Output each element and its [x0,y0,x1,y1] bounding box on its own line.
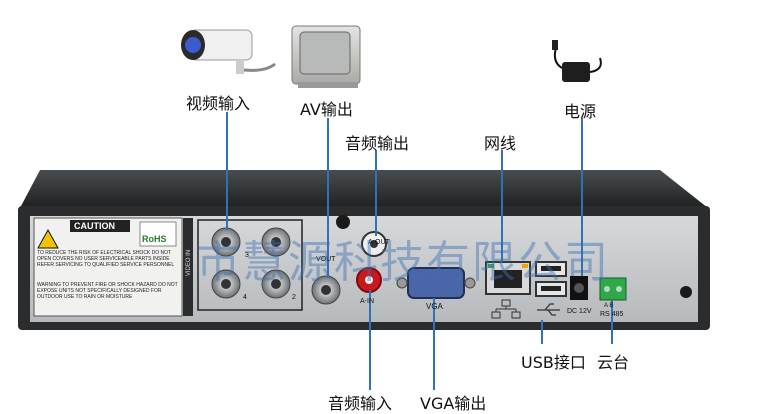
watermark: 市慧源科技有限公司 [196,237,610,288]
vout-label: VOUT [316,256,336,263]
screw [336,215,350,229]
network-symbol-icon [491,299,521,319]
label-vga-out: VGA输出 [420,394,487,413]
screw [680,286,692,298]
label-network: 网线 [484,134,517,153]
vga-port [407,267,465,299]
label-av-out: AV输出 [300,100,353,119]
power-adapter-icon [552,40,602,82]
warning-text-2: WARNING TO PREVENT FIRE OR SHOCK HAZARD … [37,282,178,300]
label-video-in: 视频输入 [186,94,251,113]
chassis-top [20,170,708,208]
caution-title: CAUTION [74,221,115,231]
label-audio-out: 音频输出 [345,134,410,153]
security-camera-icon [181,29,276,74]
label-audio-in: 音频输入 [328,394,393,413]
rohs-mark: RoHS [142,234,167,244]
warning-triangle-icon [37,228,59,249]
crt-tv-icon [291,25,361,88]
port-num: 2 [292,294,296,301]
leader-lines [226,112,613,390]
rs485-label: RS 485 [600,311,624,318]
video-in-tag: VIDEO IN [186,249,193,277]
dvr-illustration [18,25,710,390]
vga-label: VGA [426,302,443,311]
rs485-ab: A B [604,303,614,309]
label-ptz: 云台 [597,353,630,372]
warning-text: TO REDUCE THE RISK OF ELECTRICAL SHOCK D… [37,250,175,268]
dc-label: DC 12V [567,308,592,315]
ain-label: A-IN [360,298,374,305]
label-power: 电源 [564,102,597,121]
video-in-group [197,219,303,311]
port-num: 3 [245,252,249,259]
port-num: 4 [243,294,247,301]
usb-symbol-icon [537,303,560,316]
aout-label: A-OUT [368,239,390,246]
label-usb: USB接口 [521,353,586,372]
